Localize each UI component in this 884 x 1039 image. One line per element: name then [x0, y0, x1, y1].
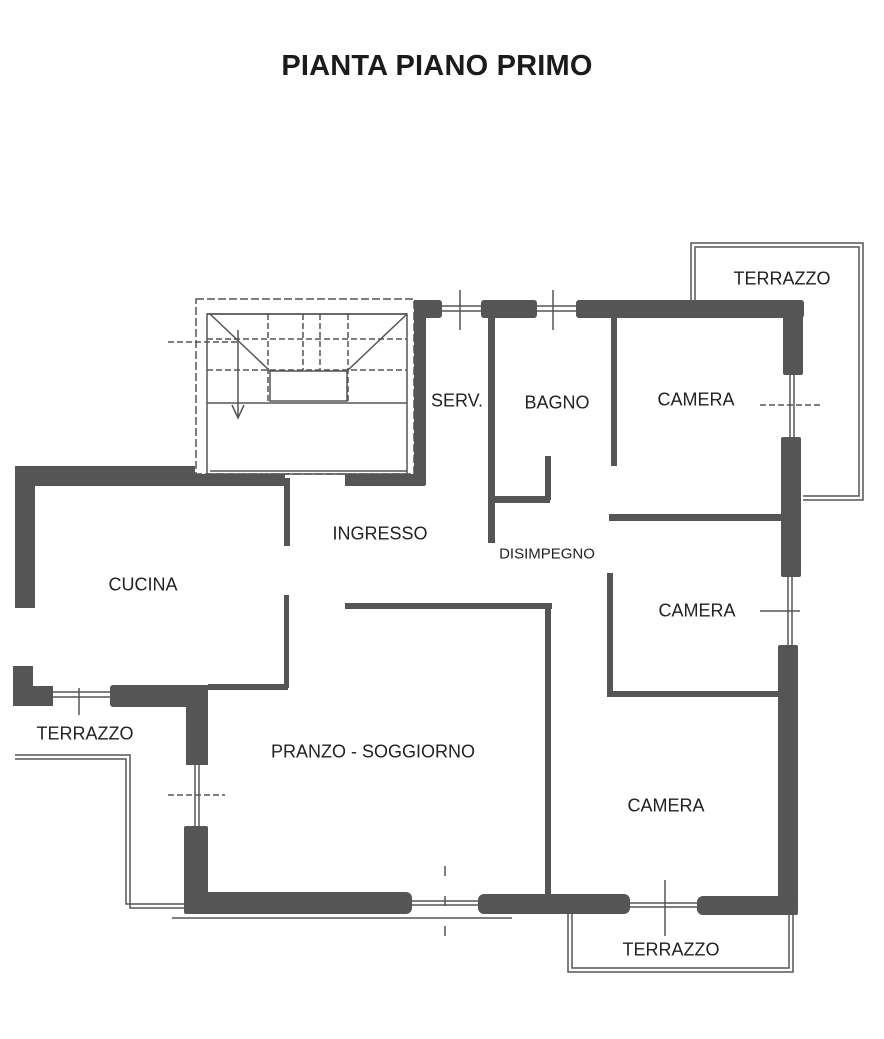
room-label-camera-2: CAMERA [658, 600, 736, 621]
room-label-terrazzo-w: TERRAZZO [36, 723, 134, 744]
walls [13, 300, 804, 915]
windows-and-terraces [15, 242, 864, 973]
room-label-terrazzo-s: TERRAZZO [622, 939, 720, 960]
room-label-pranzo-soggiorno: PRANZO - SOGGIORNO [270, 741, 476, 762]
page-title: PIANTA PIANO PRIMO [281, 50, 593, 82]
room-label-ingresso: INGRESSO [332, 523, 428, 544]
staircase [168, 298, 415, 475]
room-label-terrazzo-ne: TERRAZZO [733, 268, 831, 289]
room-label-bagno: BAGNO [524, 392, 590, 413]
room-label-cucina: CUCINA [108, 574, 178, 595]
room-label-camera-1: CAMERA [657, 389, 735, 410]
room-label-serv: SERV. [430, 390, 484, 411]
room-label-camera-3: CAMERA [627, 795, 705, 816]
room-label-disimpegno: DISIMPEGNO [499, 545, 595, 563]
